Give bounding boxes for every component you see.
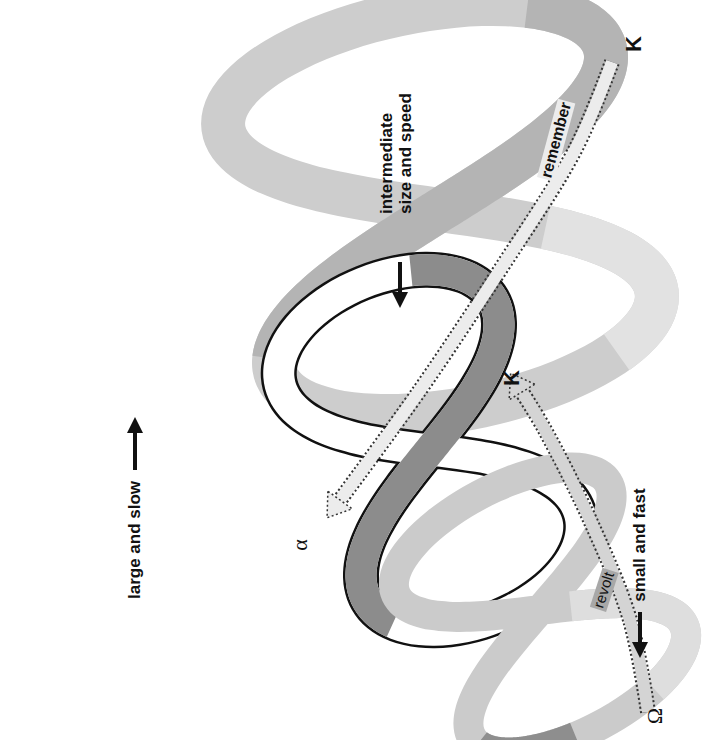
remember-arrow <box>327 62 612 518</box>
phase-label: K <box>622 36 646 52</box>
flow-label: revolt <box>590 568 618 612</box>
adaptive-cycle-loop <box>546 227 657 352</box>
scale-arrow <box>398 262 402 300</box>
phase-label: Ω <box>643 708 667 724</box>
flow-label: remember <box>537 98 575 181</box>
scale-arrow <box>133 425 137 470</box>
adaptive-cycle-loop <box>279 270 582 630</box>
phase-label: α <box>288 539 312 551</box>
scale-label: small and fast <box>631 488 650 601</box>
adaptive-cycle-loop <box>478 737 576 740</box>
scale-label: intermediate size and speed <box>378 86 415 214</box>
flow-outline <box>522 392 648 712</box>
flow-arrowhead <box>327 491 352 518</box>
flow-band <box>340 62 612 500</box>
flow-band <box>522 392 648 712</box>
adaptive-cycle-loop <box>279 270 582 630</box>
scale-label: large and slow <box>126 481 145 599</box>
flow-outline <box>340 62 612 500</box>
scale-arrow <box>638 612 642 650</box>
phase-label: K <box>500 370 524 386</box>
revolt-arrow <box>509 373 648 712</box>
